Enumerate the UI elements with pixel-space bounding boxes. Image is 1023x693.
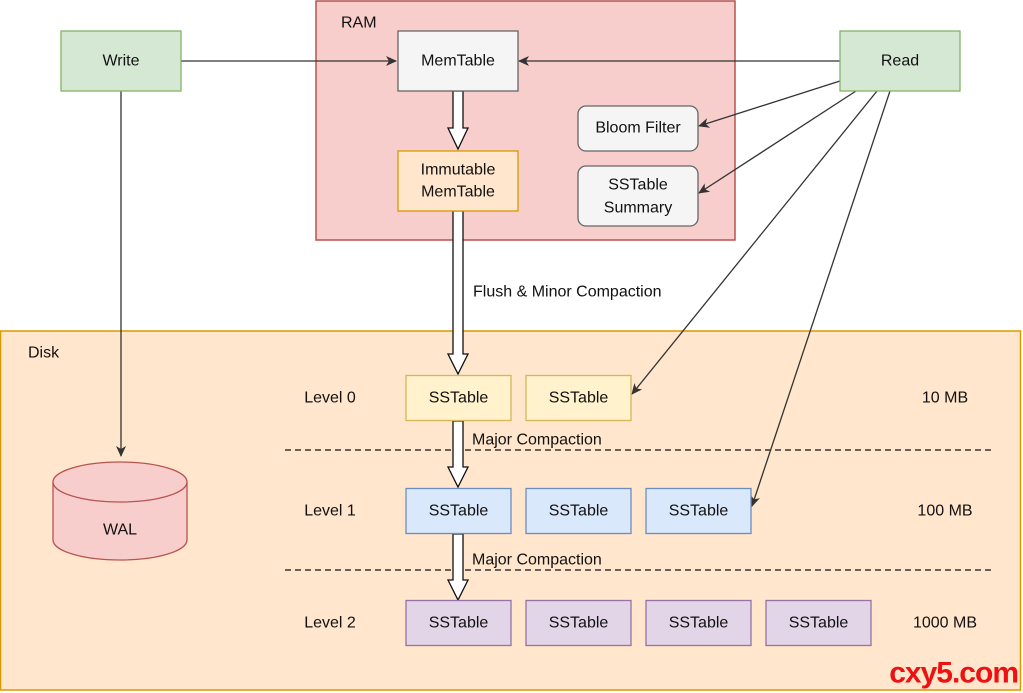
level-1-row: Level 1 SSTable SSTable SSTable 100 MB: [304, 487, 973, 535]
sstable-label: SSTable: [549, 615, 609, 632]
level-0-label: Level 0: [304, 390, 356, 407]
major-compaction-0-1-block-arrow: [446, 420, 470, 489]
write-node: Write: [60, 30, 182, 92]
read-to-level1-arrow: [750, 90, 891, 507]
write-label: Write: [102, 53, 139, 70]
sstable-label: SSTable: [429, 503, 489, 520]
level-0-size: 10 MB: [922, 390, 968, 407]
sstable-level1-1: SSTable: [525, 487, 632, 535]
bloom-filter-node: Bloom Filter: [577, 105, 699, 152]
sstable-label: SSTable: [669, 503, 729, 520]
sstable-summary-label-line2: Summary: [604, 200, 672, 217]
level-2-row: Level 2 SSTable SSTable SSTable SSTable 1000 …: [304, 599, 977, 647]
sstable-label: SSTable: [789, 615, 849, 632]
sstable-level0-1: SSTable: [525, 374, 632, 422]
level-0-row: Level 0 SSTable SSTable 10 MB: [304, 374, 968, 422]
sstable-label: SSTable: [549, 390, 609, 407]
sstable-level2-1: SSTable: [525, 599, 632, 647]
wal-node: WAL: [52, 461, 188, 561]
sstable-label: SSTable: [429, 390, 489, 407]
bloom-filter-label: Bloom Filter: [595, 120, 681, 137]
sstable-label: SSTable: [669, 615, 729, 632]
ram-label: RAM: [341, 15, 377, 32]
sstable-level2-3: SSTable: [765, 599, 872, 647]
sstable-label: SSTable: [549, 503, 609, 520]
read-to-bloom-filter-arrow: [698, 80, 841, 128]
sstable-level0-0: SSTable: [405, 374, 512, 422]
sstable-level2-0: SSTable: [405, 599, 512, 647]
memtable-node: MemTable: [397, 30, 519, 92]
level-1-label: Level 1: [304, 503, 356, 520]
sstable-summary-label-line1: SSTable: [608, 177, 668, 194]
wal-label: WAL: [103, 522, 137, 539]
sstable-level1-2: SSTable: [645, 487, 752, 535]
major-compaction-label-0-1: Major Compaction: [472, 432, 602, 449]
memtable-label: MemTable: [421, 53, 495, 70]
major-compaction-1-2-block-arrow: [446, 533, 470, 602]
read-node: Read: [839, 30, 961, 92]
read-label: Read: [881, 53, 919, 70]
read-to-level0-arrow: [631, 90, 878, 395]
immutable-memtable-node: Immutable MemTable: [397, 150, 519, 212]
major-compaction-label-1-2: Major Compaction: [472, 552, 602, 569]
flush-minor-compaction-label: Flush & Minor Compaction: [473, 284, 662, 301]
immutable-label-line2: MemTable: [421, 184, 495, 201]
watermark: cxy5.com: [889, 657, 1018, 690]
level-2-label: Level 2: [304, 615, 356, 632]
sstable-level1-0: SSTable: [405, 487, 512, 535]
sstable-summary-node: SSTable Summary: [577, 165, 699, 227]
level-1-size: 100 MB: [917, 503, 972, 520]
flush-block-arrow: [446, 210, 470, 376]
sstable-level2-2: SSTable: [645, 599, 752, 647]
immutable-label-line1: Immutable: [421, 162, 496, 179]
level-2-size: 1000 MB: [913, 615, 977, 632]
memtable-to-immutable-block-arrow: [446, 90, 470, 151]
sstable-label: SSTable: [429, 615, 489, 632]
disk-label: Disk: [28, 345, 60, 362]
read-to-sstable-summary-arrow: [698, 90, 857, 194]
